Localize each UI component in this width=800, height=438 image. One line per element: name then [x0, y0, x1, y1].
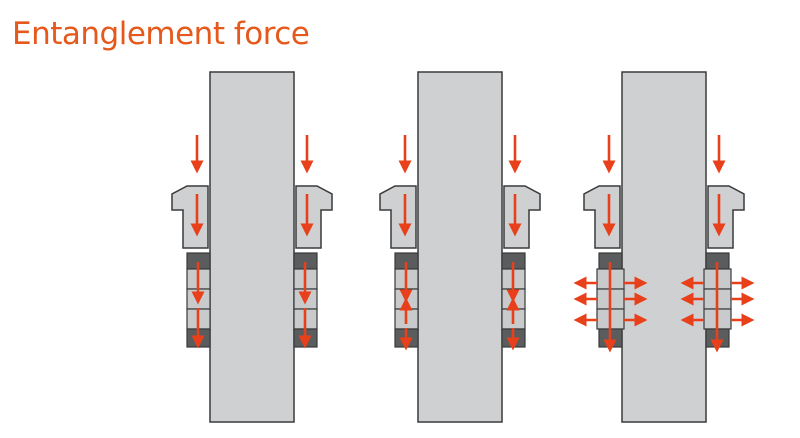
left-wedge	[171, 185, 209, 249]
right-wedge	[295, 185, 333, 249]
panel-2	[379, 71, 541, 423]
right-wedge	[707, 185, 745, 249]
force-arrows	[398, 135, 522, 351]
left-wedge	[379, 185, 417, 249]
force-arrows	[190, 135, 314, 349]
shaft	[209, 71, 295, 423]
left-wedge	[583, 185, 621, 249]
right-wedge	[503, 185, 541, 249]
shaft	[417, 71, 503, 423]
page-title: Entanglement force	[12, 16, 310, 52]
shaft	[621, 71, 707, 423]
panel-1	[171, 71, 333, 423]
panel-3	[573, 71, 755, 423]
force-arrows	[573, 135, 755, 353]
